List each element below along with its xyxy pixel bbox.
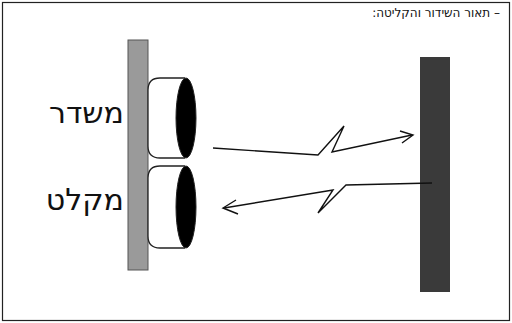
arrow-head [223,200,238,214]
transmitter-face [176,78,196,158]
diagram-title: – תאור השידור והקליטה: [372,6,500,20]
reflected-wave [224,183,432,213]
part-label: מקלט [46,182,124,217]
transmitted-wave [213,126,412,155]
part-label: משדר [49,95,124,130]
reflecting-wall [420,57,450,292]
arrow-head [400,131,413,143]
frame [3,3,510,321]
receiver-face [176,166,196,248]
mounting-plate [128,40,148,270]
